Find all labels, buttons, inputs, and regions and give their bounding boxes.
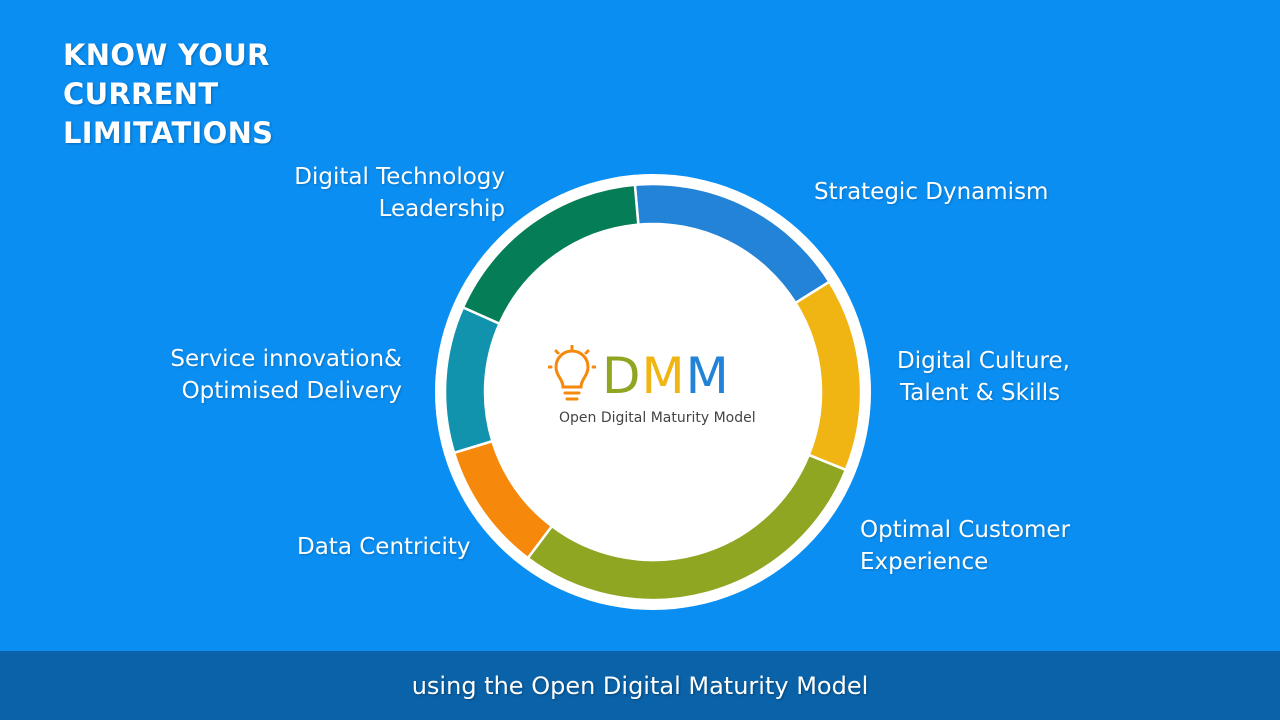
label-data-centricity: Data Centricity bbox=[297, 534, 471, 560]
label-strategic-dynamism: Strategic Dynamism bbox=[814, 179, 1049, 205]
lightbulb-icon bbox=[548, 345, 596, 401]
logo-letter: M bbox=[641, 347, 686, 405]
label-digital-culture: Digital Culture, Talent & Skills bbox=[897, 348, 1070, 406]
headline-line-2: CURRENT bbox=[63, 77, 219, 111]
logo-letter: M bbox=[685, 347, 730, 405]
label-digital-technology-leadership: Digital Technology Leadership bbox=[294, 164, 505, 222]
odmm-logo: DMM Open Digital Maturity Model bbox=[548, 345, 763, 436]
label-service-innovation: Service innovation& Optimised Delivery bbox=[170, 346, 402, 404]
segment-digital-technology-leadership bbox=[461, 183, 640, 326]
headline-line-1: KNOW YOUR bbox=[63, 38, 270, 72]
logo-caption: Open Digital Maturity Model bbox=[559, 410, 756, 426]
footer-banner: using the Open Digital Maturity Model bbox=[0, 651, 1280, 720]
footer-text: using the Open Digital Maturity Model bbox=[411, 671, 869, 700]
wheel-center-disc bbox=[487, 226, 819, 558]
logo-letter: D bbox=[602, 347, 642, 405]
odmm-letters: DMM bbox=[602, 346, 730, 406]
label-optimal-customer-experience: Optimal Customer Experience bbox=[860, 517, 1071, 575]
headline: KNOW YOUR CURRENT LIMITATIONS bbox=[63, 36, 273, 153]
headline-line-3: LIMITATIONS bbox=[63, 116, 274, 150]
